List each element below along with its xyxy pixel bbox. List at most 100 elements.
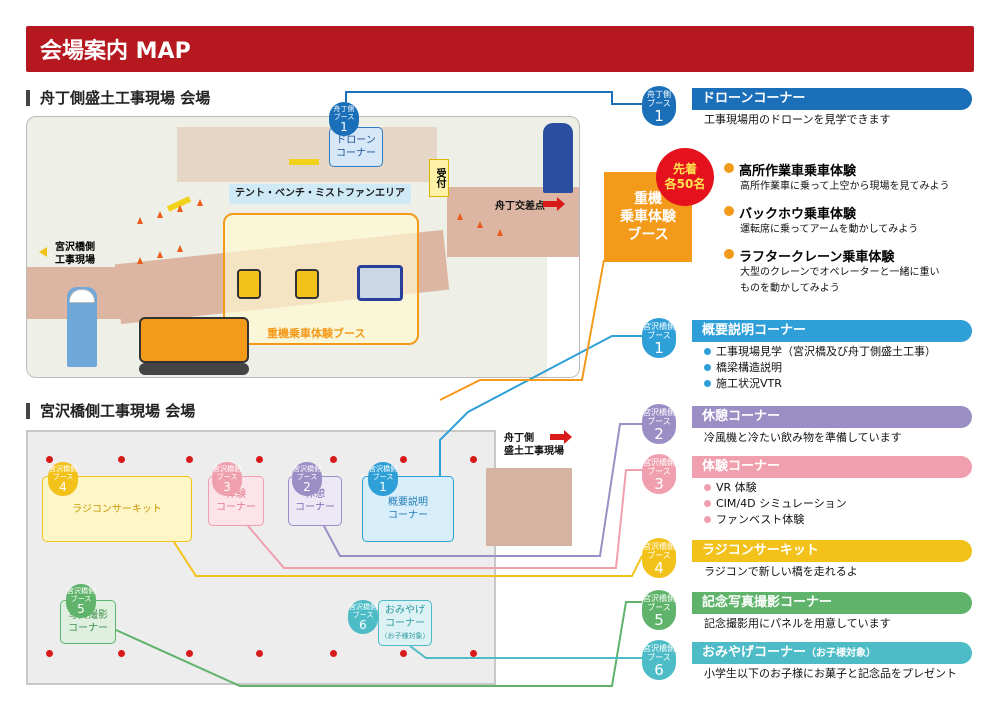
header-bar bbox=[26, 26, 974, 72]
heavy-zone-label: 重機乗車体験ブース bbox=[267, 327, 366, 340]
legend-subtitle: （お子様対象） bbox=[806, 648, 877, 659]
funacho-side-label: 舟丁側 盛土工事現場 bbox=[504, 433, 564, 457]
backhoe-icon bbox=[295, 269, 319, 299]
cone-icon bbox=[457, 213, 463, 220]
bullet-dot bbox=[704, 484, 711, 491]
arrow-right-icon bbox=[543, 201, 557, 207]
building-area bbox=[177, 127, 437, 182]
drone-booth-label: ドローン コーナー bbox=[336, 135, 376, 159]
first-come-burst: 先着 各50名 bbox=[656, 148, 714, 206]
heavy-item-title: 高所作業車乗車体験 bbox=[739, 164, 857, 179]
marker-dot bbox=[400, 456, 407, 463]
overview-booth-label: 概要説明 コーナー bbox=[388, 497, 428, 521]
heavy-experience-title: 重機 乗車体験 ブース bbox=[620, 191, 676, 243]
legend-description: 冷風機と冷たい飲み物を準備しています bbox=[704, 430, 974, 446]
marker-dot bbox=[470, 456, 477, 463]
cone-icon bbox=[177, 245, 183, 252]
legend-desc-line: VR 体験 bbox=[704, 480, 974, 496]
marker-dot bbox=[46, 650, 53, 657]
bullet-dot bbox=[724, 163, 734, 173]
marker-dot bbox=[256, 456, 263, 463]
marker-dot bbox=[186, 650, 193, 657]
marker-dot bbox=[118, 456, 125, 463]
section-title-funacho: 舟丁側盛土工事現場 会場 bbox=[26, 90, 210, 106]
heavy-item: バックホウ乗車体験 運転席に乗ってアームを動かしてみよう bbox=[724, 203, 974, 238]
badge-line1: 宮沢橋側 bbox=[643, 408, 675, 417]
marker-dot bbox=[400, 650, 407, 657]
legend-desc-text: 工事現場用のドローンを見学できます bbox=[704, 113, 891, 126]
cone-icon bbox=[177, 205, 183, 212]
legend-desc-line: 橋梁構造説明 bbox=[704, 360, 974, 376]
funacho-building bbox=[486, 468, 572, 546]
drone-booth[interactable]: ドローン コーナー bbox=[329, 127, 383, 167]
radio-control-booth-label: ラジコンサーキット bbox=[72, 503, 162, 515]
legend-description: ラジコンで新しい橋を走れるよ bbox=[704, 564, 974, 580]
legend-desc-line: 工事現場見学（宮沢橋及び舟丁側盛土工事） bbox=[704, 344, 974, 360]
yellow-arrow-icon bbox=[289, 159, 319, 165]
legend-title: ラジコンサーキット bbox=[702, 543, 819, 558]
legend-title: 記念写真撮影コーナー bbox=[702, 595, 833, 610]
badge-line2: ブース bbox=[647, 653, 671, 662]
heavy-item: ラフタークレーン乗車体験 大型のクレーンでオペレーターと一緒に重い ものを動かし… bbox=[724, 246, 974, 297]
experience-booth-label: 体験 コーナー bbox=[216, 489, 256, 513]
legend-desc-line: 施工状況VTR bbox=[704, 376, 974, 392]
aerial-work-vehicle-icon bbox=[237, 269, 261, 299]
cone-icon bbox=[137, 217, 143, 224]
legend-title-bar: 記念写真撮影コーナー bbox=[692, 592, 972, 614]
souvenir-booth-sub: （お子様対象） bbox=[380, 631, 430, 640]
arrow-head-icon bbox=[564, 430, 572, 444]
radio-control-circuit-booth[interactable]: ラジコンサーキット bbox=[42, 476, 192, 542]
legend-desc-text: 冷風機と冷たい飲み物を準備しています bbox=[704, 431, 902, 444]
legend-desc-line: ファンベスト体験 bbox=[704, 512, 974, 528]
tent-area-label: テント・ベンチ・ミストファンエリア bbox=[229, 184, 411, 204]
marker-dot bbox=[330, 650, 337, 657]
crane-icon bbox=[357, 265, 403, 301]
badge-line2: ブース bbox=[647, 467, 671, 476]
marker-dot bbox=[118, 650, 125, 657]
heavy-item-title: ラフタークレーン乗車体験 bbox=[739, 250, 895, 265]
legend-description: 記念撮影用にパネルを用意しています bbox=[704, 616, 974, 632]
legend-desc-line: 冷風機と冷たい飲み物を準備しています bbox=[704, 430, 974, 446]
badge-number: 1 bbox=[654, 339, 664, 357]
badge-line2: ブース bbox=[647, 603, 671, 612]
funacho-site-map: テント・ベンチ・ミストファンエリア 重機乗車体験ブース 受付 舟丁交差点 宮沢橋… bbox=[26, 116, 580, 378]
badge-line1: 宮沢橋側 bbox=[643, 458, 675, 467]
legend-desc-text: CIM/4D シミュレーション bbox=[716, 497, 847, 510]
legend-desc-text: 橋梁構造説明 bbox=[716, 361, 782, 374]
legend-title: 概要説明コーナー bbox=[702, 323, 807, 338]
bullet-dot bbox=[704, 516, 711, 523]
badge-line2: ブース bbox=[647, 551, 671, 560]
cone-icon bbox=[157, 251, 163, 258]
page-title: 会場案内 MAP bbox=[40, 39, 191, 64]
legend-title-bar: ドローンコーナー bbox=[692, 88, 972, 110]
marker-dot bbox=[186, 456, 193, 463]
legend-desc-text: 工事現場見学（宮沢橋及び舟丁側盛土工事） bbox=[716, 345, 936, 358]
badge-number: 2 bbox=[654, 425, 664, 443]
legend-description: 工事現場用のドローンを見学できます bbox=[704, 112, 974, 128]
badge-line1: 宮沢橋側 bbox=[643, 644, 675, 653]
heavy-item-title: バックホウ乗車体験 bbox=[739, 207, 857, 222]
reception-label: 受付 bbox=[429, 159, 449, 197]
marker-dot bbox=[330, 456, 337, 463]
legend-desc-line: CIM/4D シミュレーション bbox=[704, 496, 974, 512]
legend-desc-line: 小学生以下のお子様にお菓子と記念品をプレゼント bbox=[704, 666, 974, 682]
souvenir-booth[interactable]: おみやげ コーナー（お子様対象） bbox=[378, 600, 432, 646]
cone-icon bbox=[197, 199, 203, 206]
legend-title-bar: ラジコンサーキット bbox=[692, 540, 972, 562]
heavy-item: 高所作業車乗車体験 高所作業車に乗って上空から現場を見てみよう bbox=[724, 160, 974, 195]
legend-title-bar: 概要説明コーナー bbox=[692, 320, 972, 342]
marker-dot bbox=[256, 650, 263, 657]
bullet-dot bbox=[704, 380, 711, 387]
legend-title-bar: 体験コーナー bbox=[692, 456, 972, 478]
bullet-dot bbox=[704, 364, 711, 371]
